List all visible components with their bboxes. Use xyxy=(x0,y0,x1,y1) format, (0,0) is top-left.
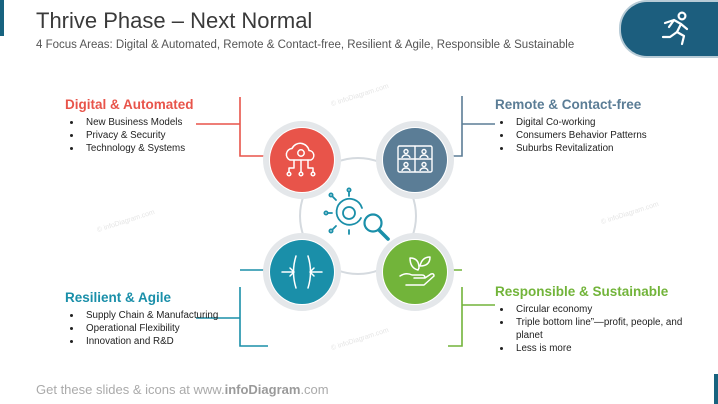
list-item: Digital Co-working xyxy=(512,116,647,129)
area-resilient-agile: Resilient & Agile Supply Chain & Manufac… xyxy=(65,290,218,348)
list-item: Technology & Systems xyxy=(82,142,194,155)
resilient-agile-circle xyxy=(263,233,341,311)
footer-brand: infoDiagram xyxy=(224,382,301,397)
responsible-sustainable-circle xyxy=(376,233,454,311)
list-item: Innovation and R&D xyxy=(82,335,218,348)
list-item: Supply Chain & Manufacturing xyxy=(82,309,218,322)
accent-tick-right xyxy=(714,374,718,404)
list-item: Operational Flexibility xyxy=(82,322,218,335)
page-title: Thrive Phase – Next Normal xyxy=(36,8,313,33)
virus-search-icon xyxy=(323,187,390,241)
area-title: Remote & Contact-free xyxy=(495,97,642,112)
area-list: Supply Chain & Manufacturing Operational… xyxy=(65,309,218,348)
area-title: Digital & Automated xyxy=(65,97,194,112)
list-item: Triple bottom line”—profit, people, and … xyxy=(512,316,685,342)
area-responsible-sustainable: Responsible & Sustainable Circular econo… xyxy=(495,284,685,355)
list-item: Less is more xyxy=(512,342,685,355)
runner-icon xyxy=(661,11,689,46)
list-item: Circular economy xyxy=(512,303,685,316)
cloud-gear-network-icon xyxy=(285,142,316,177)
footer-prefix: Get these slides & icons at www. xyxy=(36,382,225,397)
area-remote-contact-free: Remote & Contact-free Digital Co-working… xyxy=(495,97,647,155)
central-ring xyxy=(299,157,417,275)
area-list: Circular economy Triple bottom line”—pro… xyxy=(495,303,685,355)
hand-leaf-icon xyxy=(399,256,435,286)
area-title: Responsible & Sustainable xyxy=(495,284,669,299)
list-item: Privacy & Security xyxy=(82,129,194,142)
list-item: Suburbs Revitalization xyxy=(512,142,647,155)
list-item: New Business Models xyxy=(82,116,194,129)
list-item: Consumers Behavior Patterns xyxy=(512,129,647,142)
area-list: New Business Models Privacy & Security T… xyxy=(65,116,194,155)
area-list: Digital Co-working Consumers Behavior Pa… xyxy=(495,116,647,155)
area-title: Resilient & Agile xyxy=(65,290,172,305)
accent-tick-left xyxy=(0,0,4,36)
converging-arrows-icon xyxy=(281,255,323,289)
video-call-screen-icon xyxy=(397,145,433,173)
area-digital-automated: Digital & Automated New Business Models … xyxy=(65,97,194,155)
footer-suffix: .com xyxy=(300,382,329,397)
footer-credit: Get these slides & icons at www.infoDiag… xyxy=(36,382,329,397)
connector-lines xyxy=(196,96,495,347)
page-subtitle: 4 Focus Areas: Digital & Automated, Remo… xyxy=(36,39,575,51)
header-badge xyxy=(621,2,718,56)
